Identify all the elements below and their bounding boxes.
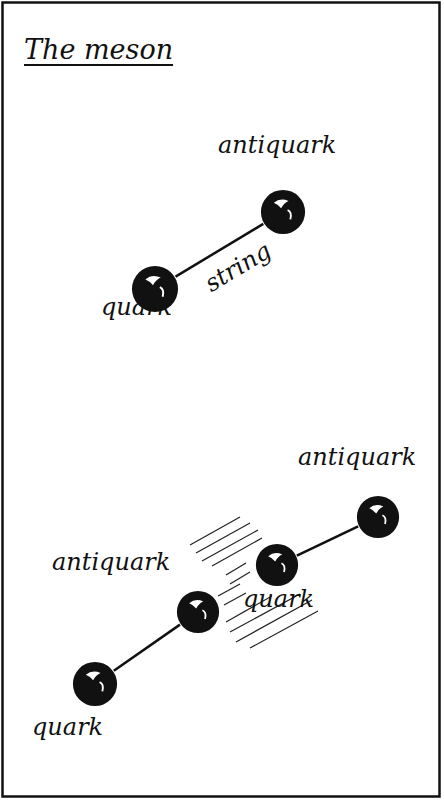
string-line <box>297 526 358 555</box>
ball-shape <box>255 543 299 587</box>
particle-ball: antiquark <box>260 189 306 235</box>
ball-shape <box>356 495 400 539</box>
particle-ball: antiquark <box>176 590 220 634</box>
title: The meson <box>24 34 173 65</box>
particle-ball: quark <box>72 661 118 707</box>
particle-ball: antiquark <box>356 495 400 539</box>
ball-shape <box>176 590 220 634</box>
particle-label: quark <box>101 293 172 321</box>
particle-label: antiquark <box>52 548 170 576</box>
particle-ball: quark <box>255 543 299 587</box>
ball-shape <box>72 661 118 707</box>
particle-label: quark <box>32 713 103 741</box>
border <box>3 3 440 797</box>
string-label: string <box>200 237 276 298</box>
particle-label: antiquark <box>218 131 336 159</box>
particle-ball: quark <box>131 265 179 313</box>
particle-label: antiquark <box>298 443 416 471</box>
string-line <box>114 625 180 671</box>
particle-label: quark <box>243 585 314 613</box>
ball-shape <box>260 189 306 235</box>
